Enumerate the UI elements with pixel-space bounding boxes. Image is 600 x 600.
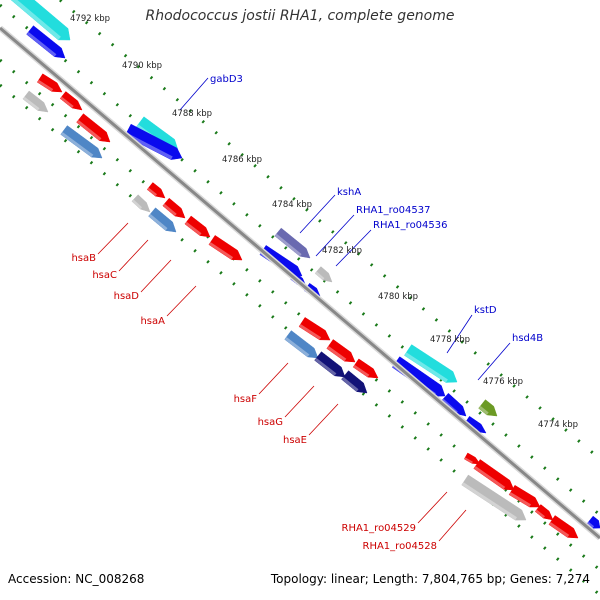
backbone-line [0,26,600,540]
gene-label-reverse: hsaA [140,316,165,327]
scale-label: 4786 kbp [222,155,262,165]
label-leader-line [438,509,467,542]
label-leader-line [258,362,289,395]
gene-arrow-highlight [299,324,322,340]
accession-text: Accession: NC_008268 [8,572,145,586]
gene-arrow-highlight [76,119,102,141]
gene-label-reverse: hsaE [283,435,307,446]
scale-label: 4778 kbp [430,335,470,345]
gene-arrow-highlight [473,466,506,490]
gene-arrow-highlight [353,364,370,378]
gene-label-reverse: hsaF [234,394,258,405]
gene-label-forward: kstD [474,305,497,316]
gene-arrow-red [36,73,63,93]
gene-arrow-highlight [26,31,57,57]
gene-arrow-red [352,358,379,379]
gene-arrow-red [508,484,541,508]
gene-arrow-highlight [478,405,489,415]
gene-arrow-highlight [162,203,177,216]
gene-arrow-highlight [131,199,142,210]
scale-label: 4776 kbp [483,377,523,387]
label-leader-line [179,77,209,111]
gene-arrow-grey [22,90,49,113]
map-title: Rhodococcus jostii RHA1, complete genome [145,8,455,24]
label-leaders [97,77,511,542]
scale-label: 4780 kbp [378,292,418,302]
scale-label: 4790 kbp [122,61,162,71]
gene-arrow-highlight [341,376,359,392]
gene-arrow-highlight [586,521,595,529]
scale-label: 4792 kbp [70,14,110,24]
scale-label: 4782 kbp [322,246,362,256]
gene-label-forward: gabD3 [210,74,243,85]
text-labels: 4792 kbp 4790 kbp 4788 kbp 4786 kbp 4784 kbp… [70,14,578,552]
gene-arrow-grey [461,474,527,521]
gene-label-forward: kshA [337,187,361,198]
label-leader-line [315,214,355,257]
label-leader-line [97,222,129,255]
gene-arrow-purple [274,227,311,259]
gene-arrow-red [534,504,554,521]
gene-arrow-highlight [125,132,173,160]
gene-arrow-highlight [22,96,40,111]
gene-arrow-highlight [315,271,325,280]
gene-arrow-highlight [314,358,337,376]
gene-label-forward: RHA1_ro04537 [356,205,431,216]
gene-arrow-highlight [461,482,517,521]
gene-arrow-highlight [60,132,94,158]
label-leader-line [284,385,315,418]
label-leader-line [477,342,511,381]
gene-arrow-steel-blue [148,207,177,233]
gene-arrow-highlight [548,522,570,538]
gene-arrow-red [162,197,186,219]
gene-arrow-grey [131,194,151,213]
gene-label-forward: RHA1_ro04536 [373,220,448,231]
label-leader-line [118,239,149,272]
gene-arrow-highlight [464,457,473,464]
label-leader-line [166,285,197,317]
gene-arrow-highlight [284,337,310,357]
gene-arrow-blue [26,25,66,59]
label-leader-line [299,194,336,234]
gene-arrow-highlight [274,233,302,257]
gene-arrow-highlight [326,346,347,362]
gene-arrow-highlight [60,96,74,108]
gene-arrow-steel-blue [284,330,319,359]
label-leader-line [308,403,339,436]
scale-label: 4784 kbp [272,200,312,210]
gene-label-forward: hsd4B [512,333,543,344]
scale-label: 4774 kbp [538,420,578,430]
gene-arrow-red [326,339,356,363]
gene-label-reverse: hsaG [258,417,283,428]
genome-backbone [0,25,600,541]
gene-arrow-highlight [404,352,448,383]
label-leader-line [140,259,172,293]
label-leader-line [446,314,473,354]
gene-arrow-highlight [37,79,54,92]
gene-label-reverse: RHA1_ro04528 [363,541,438,552]
gene-arrow-highlight [184,221,202,236]
gene-arrow-highlight [509,492,531,507]
gene-arrow-highlight [148,213,168,231]
gene-arrow-highlight [147,187,157,197]
gene-label-reverse: hsaD [114,291,140,302]
gene-label-reverse: hsaB [71,253,96,264]
genome-summary-text: Topology: linear; Length: 7,804,765 bp; … [270,572,590,586]
gene-label-reverse: RHA1_ro04529 [342,523,417,534]
gene-arrow-highlight [535,509,545,519]
label-leader-line [335,229,372,267]
gene-arrow-highlight [208,242,234,260]
gene-arrow-highlight [11,0,61,40]
label-leader-line [417,491,448,524]
gene-label-reverse: hsaC [92,270,117,281]
gene-arrows [10,0,600,539]
scale-label: 4788 kbp [172,109,212,119]
